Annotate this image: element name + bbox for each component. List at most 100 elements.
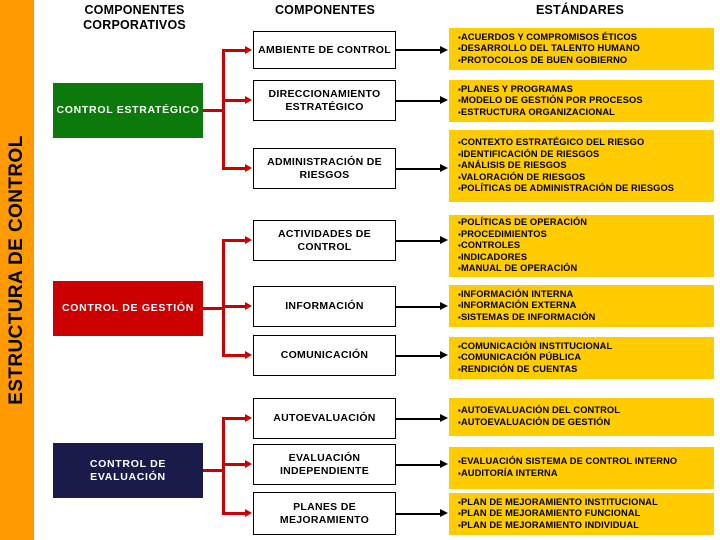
component-label: INFORMACIÓN [285, 300, 364, 312]
arrowhead-to-component [245, 164, 252, 172]
arrowhead-to-component [245, 302, 252, 310]
standards-box[interactable]: ACUERDOS Y COMPROMISOS ÉTICOSDESARROLLO … [449, 28, 714, 70]
arrowhead-to-standard [440, 96, 448, 104]
sidebar-label: ESTRUCTURA DE CONTROL [6, 135, 27, 405]
arrowhead-to-standard [440, 509, 448, 517]
arrowhead-to-standard [440, 351, 448, 359]
standard-item: PLAN DE MEJORAMIENTO FUNCIONAL [458, 508, 712, 520]
component-label: DIRECCIONAMIENTO ESTRATÉGICO [268, 87, 381, 113]
arrow-line-component-to-standard [396, 167, 441, 170]
component-box[interactable]: COMUNICACIÓN [253, 335, 396, 376]
connector-branch [222, 463, 246, 466]
connector-branch [222, 239, 246, 242]
standard-item: PROTOCOLOS DE BUEN GOBIERNO [458, 55, 712, 67]
standard-item: CONTEXTO ESTRATÉGICO DEL RIESGO [458, 137, 712, 149]
header-estandares: ESTÁNDARES [535, 3, 625, 17]
arrowhead-to-component [245, 460, 252, 468]
arrow-line-component-to-standard [396, 512, 441, 515]
standard-item: AUTOEVALUACIÓN DE GESTIÓN [458, 417, 712, 429]
header-componentes-corporativos: COMPONENTES CORPORATIVOS [83, 3, 186, 32]
standard-item: PROCEDIMIENTOS [458, 229, 712, 241]
standards-box[interactable]: INFORMACIÓN INTERNAINFORMACIÓN EXTERNASI… [449, 285, 714, 327]
component-label: COMUNICACIÓN [280, 349, 369, 361]
connector-branch [222, 305, 246, 308]
connector-spine [222, 240, 225, 356]
group-box-control-de-gestion[interactable]: CONTROL DE GESTIÓN [53, 281, 203, 336]
standards-box[interactable]: CONTEXTO ESTRATÉGICO DEL RIESGOIDENTIFIC… [449, 130, 714, 202]
standards-box[interactable]: PLAN DE MEJORAMIENTO INSTITUCIONALPLAN D… [449, 493, 714, 535]
standard-item: PLAN DE MEJORAMIENTO INSTITUCIONAL [458, 497, 712, 509]
standard-item: AUDITORÍA INTERNA [458, 468, 712, 480]
connector-branch [222, 99, 246, 102]
component-label: AUTOEVALUACIÓN [273, 412, 376, 424]
arrowhead-to-component [245, 96, 252, 104]
standards-box[interactable]: EVALUACIÓN SISTEMA DE CONTROL INTERNOAUD… [449, 447, 714, 489]
arrowhead-to-standard [440, 302, 448, 310]
standard-item: INFORMACIÓN INTERNA [458, 289, 712, 301]
header-componentes: COMPONENTES [274, 3, 376, 17]
arrowhead-to-component [245, 351, 252, 359]
standard-item: PLANES Y PROGRAMAS [458, 84, 712, 96]
standard-item: EVALUACIÓN SISTEMA DE CONTROL INTERNO [458, 456, 712, 468]
standard-item: INFORMACIÓN EXTERNA [458, 300, 712, 312]
standards-box[interactable]: POLÍTICAS DE OPERACIÓNPROCEDIMIENTOSCONT… [449, 215, 714, 277]
component-box[interactable]: EVALUACIÓN INDEPENDIENTE [253, 444, 396, 485]
arrow-line-component-to-standard [396, 239, 441, 242]
connector-branch [222, 354, 246, 357]
group-box-control-de-evaluacion[interactable]: CONTROL DE EVALUACIÓN [53, 443, 203, 498]
connector-spine [222, 50, 225, 169]
connector-branch [222, 167, 246, 170]
arrowhead-to-component [245, 509, 252, 517]
component-label: ACTIVIDADES DE CONTROL [278, 227, 371, 253]
component-box[interactable]: AMBIENTE DE CONTROL [253, 31, 396, 69]
connector-branch [222, 512, 246, 515]
arrow-line-component-to-standard [396, 305, 441, 308]
connector-stub [203, 109, 225, 112]
standard-item: POLÍTICAS DE ADMINISTRACIÓN DE RIESGOS [458, 183, 712, 195]
component-label: EVALUACIÓN INDEPENDIENTE [279, 451, 370, 477]
connector-branch [222, 417, 246, 420]
arrowhead-to-component [245, 414, 252, 422]
standard-item: MANUAL DE OPERACIÓN [458, 263, 712, 275]
arrow-line-component-to-standard [396, 463, 441, 466]
component-box[interactable]: ACTIVIDADES DE CONTROL [253, 220, 396, 261]
arrow-line-component-to-standard [396, 417, 441, 420]
component-label: AMBIENTE DE CONTROL [258, 43, 391, 56]
arrowhead-to-standard [440, 164, 448, 172]
standard-item: PLAN DE MEJORAMIENTO INDIVIDUAL [458, 520, 712, 532]
component-box[interactable]: AUTOEVALUACIÓN [253, 398, 396, 439]
standard-item: MODELO DE GESTIÓN POR PROCESOS [458, 95, 712, 107]
standard-item: INDICADORES [458, 252, 712, 264]
connector-branch [222, 48, 246, 52]
arrowhead-to-standard [440, 460, 448, 468]
connector-stub [203, 469, 225, 472]
standard-item: ACUERDOS Y COMPROMISOS ÉTICOS [458, 32, 712, 44]
component-box[interactable]: ADMINISTRACIÓN DE RIESGOS [253, 148, 396, 189]
group-box-control-estrategico[interactable]: CONTROL ESTRATÉGICO [53, 83, 203, 138]
arrow-line-component-to-standard [396, 99, 441, 102]
standard-item: COMUNICACIÓN PÚBLICA [458, 352, 712, 364]
standard-item: IDENTIFICACIÓN DE RIESGOS [458, 149, 712, 161]
component-label: PLANES DE MEJORAMIENTO [279, 500, 370, 526]
arrow-line-component-to-standard [396, 49, 441, 52]
standards-box[interactable]: COMUNICACIÓN INSTITUCIONALCOMUNICACIÓN P… [449, 337, 714, 379]
standard-item: VALORACIÓN DE RIESGOS [458, 172, 712, 184]
standards-box[interactable]: PLANES Y PROGRAMASMODELO DE GESTIÓN POR … [449, 80, 714, 122]
arrow-line-component-to-standard [396, 354, 441, 357]
component-box[interactable]: DIRECCIONAMIENTO ESTRATÉGICO [253, 80, 396, 121]
component-box[interactable]: INFORMACIÓN [253, 286, 396, 327]
arrowhead-to-component [245, 45, 252, 54]
arrowhead-to-component [245, 236, 252, 244]
component-box[interactable]: PLANES DE MEJORAMIENTO [253, 492, 396, 535]
standards-box[interactable]: AUTOEVALUACIÓN DEL CONTROLAUTOEVALUACIÓN… [449, 398, 714, 436]
arrowhead-to-standard [440, 45, 448, 54]
standard-item: SISTEMAS DE INFORMACIÓN [458, 312, 712, 324]
component-label: ADMINISTRACIÓN DE RIESGOS [267, 155, 382, 181]
connector-stub [203, 307, 225, 310]
arrowhead-to-standard [440, 414, 448, 422]
arrowhead-to-standard [440, 236, 448, 244]
sidebar-estructura-de-control: ESTRUCTURA DE CONTROL [0, 0, 34, 540]
standard-item: COMUNICACIÓN INSTITUCIONAL [458, 341, 712, 353]
standard-item: ANÁLISIS DE RIESGOS [458, 160, 712, 172]
